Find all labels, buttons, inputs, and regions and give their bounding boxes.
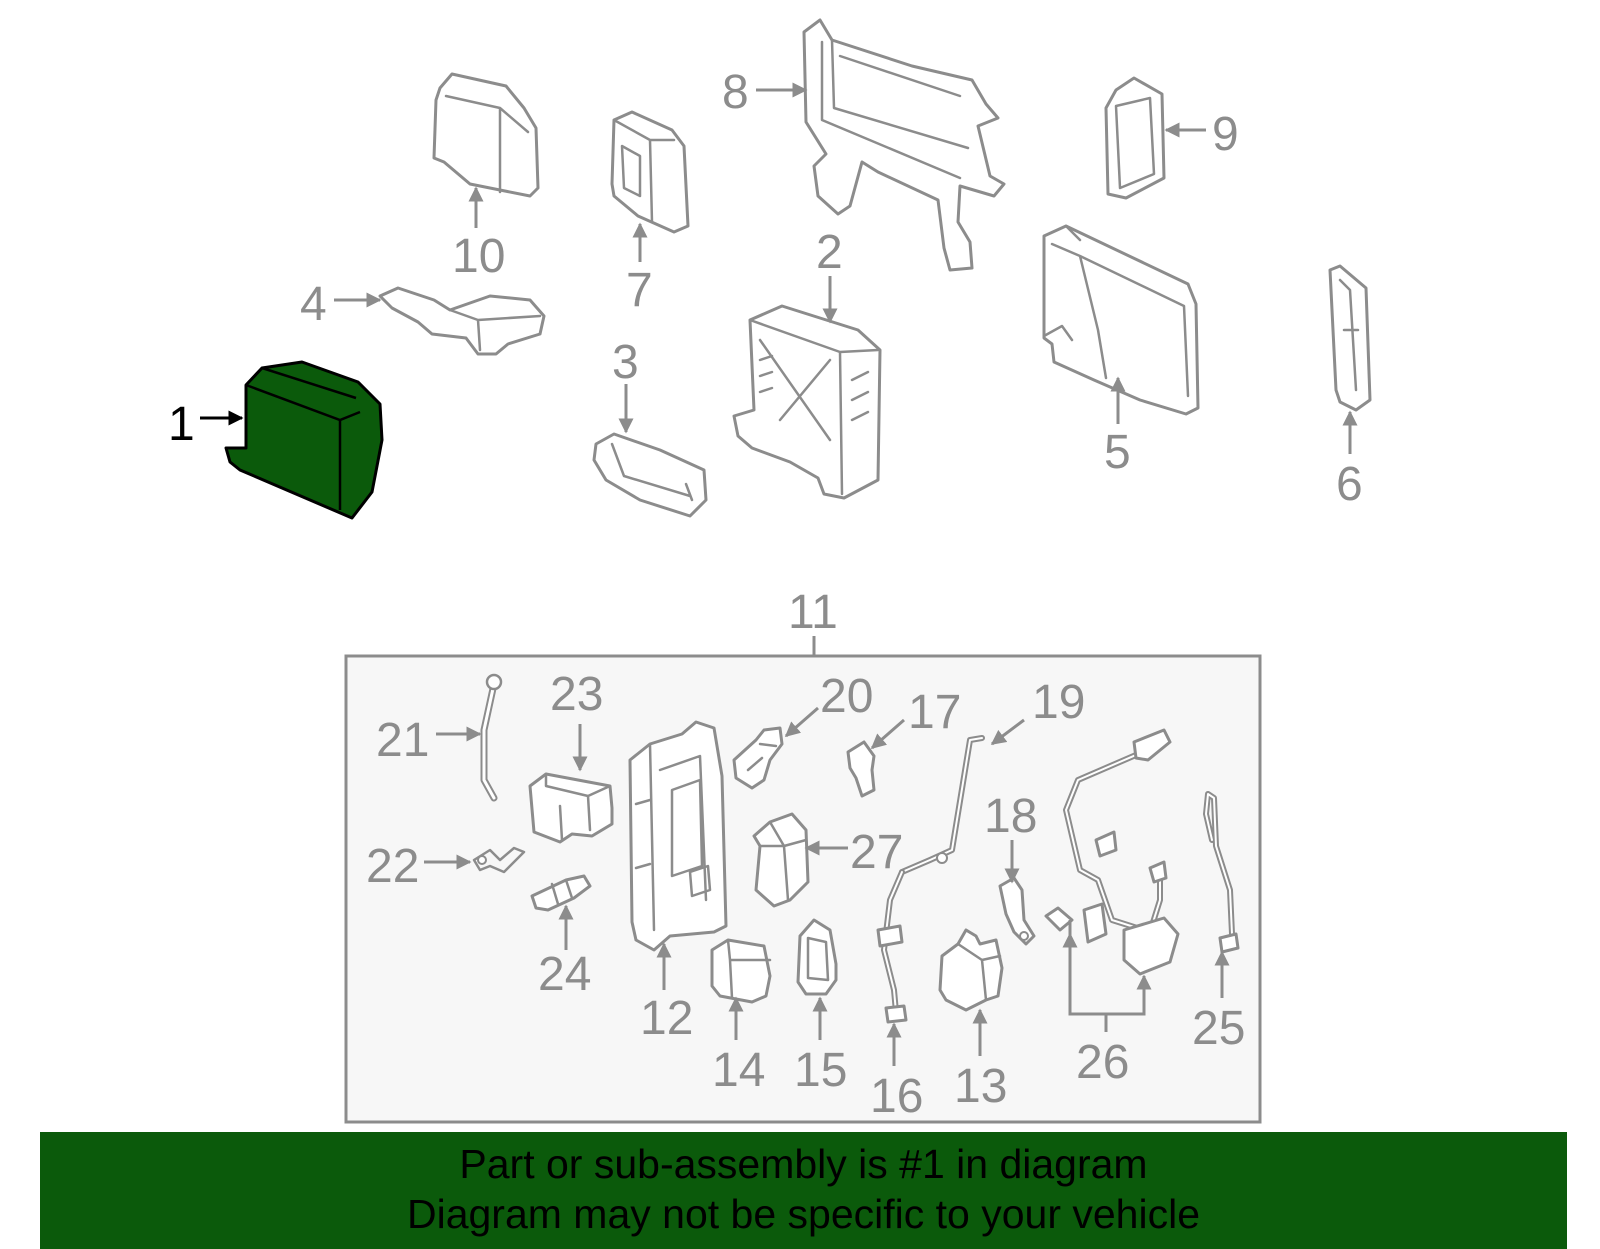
callout-11: 11 xyxy=(788,586,838,639)
callout-18: 18 xyxy=(984,790,1037,843)
callout-12: 12 xyxy=(640,992,693,1045)
leader-20 xyxy=(784,706,819,738)
part-2-bracket xyxy=(732,304,882,500)
part-10-bracket xyxy=(432,72,540,198)
callout-16: 16 xyxy=(870,1070,923,1123)
callout-17: 17 xyxy=(908,686,961,739)
part-9-bracket xyxy=(1104,76,1166,200)
part-6-bracket xyxy=(1328,264,1372,412)
callout-7: 7 xyxy=(626,264,653,317)
part-4-bracket xyxy=(378,286,546,356)
part-18-bracket xyxy=(998,876,1036,946)
callout-6: 6 xyxy=(1336,458,1363,511)
part-14-relay xyxy=(710,938,772,1004)
part-20-sensor xyxy=(732,726,784,790)
part-1-control-module[interactable] xyxy=(224,360,384,520)
callout-5: 5 xyxy=(1104,426,1131,479)
callout-14: 14 xyxy=(712,1044,765,1097)
part-19-harness xyxy=(899,735,985,875)
callout-25: 25 xyxy=(1192,1002,1245,1055)
part-26-harness xyxy=(1044,728,1180,976)
callout-10: 10 xyxy=(452,230,505,283)
part-23-switch xyxy=(528,772,614,844)
callout-4: 4 xyxy=(300,278,327,331)
callout-1: 1 xyxy=(168,398,195,451)
info-banner: Part or sub-assembly is #1 in diagram Di… xyxy=(40,1132,1567,1249)
callout-27: 27 xyxy=(850,826,903,879)
callout-2: 2 xyxy=(816,226,843,279)
callout-22: 22 xyxy=(366,840,419,893)
part-12-junction-box xyxy=(628,720,728,952)
part-22-clip xyxy=(472,846,526,874)
callout-3: 3 xyxy=(612,336,639,389)
leader-19 xyxy=(990,718,1025,746)
banner-line-1: Part or sub-assembly is #1 in diagram xyxy=(459,1141,1148,1187)
part-16-harness xyxy=(876,869,908,1024)
banner-line-2: Diagram may not be specific to your vehi… xyxy=(406,1191,1200,1237)
part-13-module xyxy=(938,928,1004,1012)
callout-26: 26 xyxy=(1076,1036,1129,1089)
callout-8: 8 xyxy=(722,66,749,119)
callout-21: 21 xyxy=(376,714,429,767)
callout-15: 15 xyxy=(794,1044,847,1097)
callout-24: 24 xyxy=(538,948,591,1001)
callout-13: 13 xyxy=(954,1060,1007,1113)
callout-20: 20 xyxy=(820,670,873,723)
part-25-harness xyxy=(1203,791,1240,954)
part-15-relay xyxy=(796,918,838,996)
leader-17 xyxy=(870,718,905,750)
callout-9: 9 xyxy=(1212,108,1239,161)
part-7-bracket xyxy=(610,110,690,234)
part-8-bracket xyxy=(802,18,1006,272)
part-17-sensor xyxy=(846,740,876,798)
part-3-cover xyxy=(592,432,708,518)
part-5-panel xyxy=(1042,224,1200,416)
callout-19: 19 xyxy=(1032,676,1085,729)
part-21-rod xyxy=(480,673,503,802)
part-27-module xyxy=(752,812,810,908)
part-24-sensor xyxy=(530,874,592,912)
callout-23: 23 xyxy=(550,668,603,721)
